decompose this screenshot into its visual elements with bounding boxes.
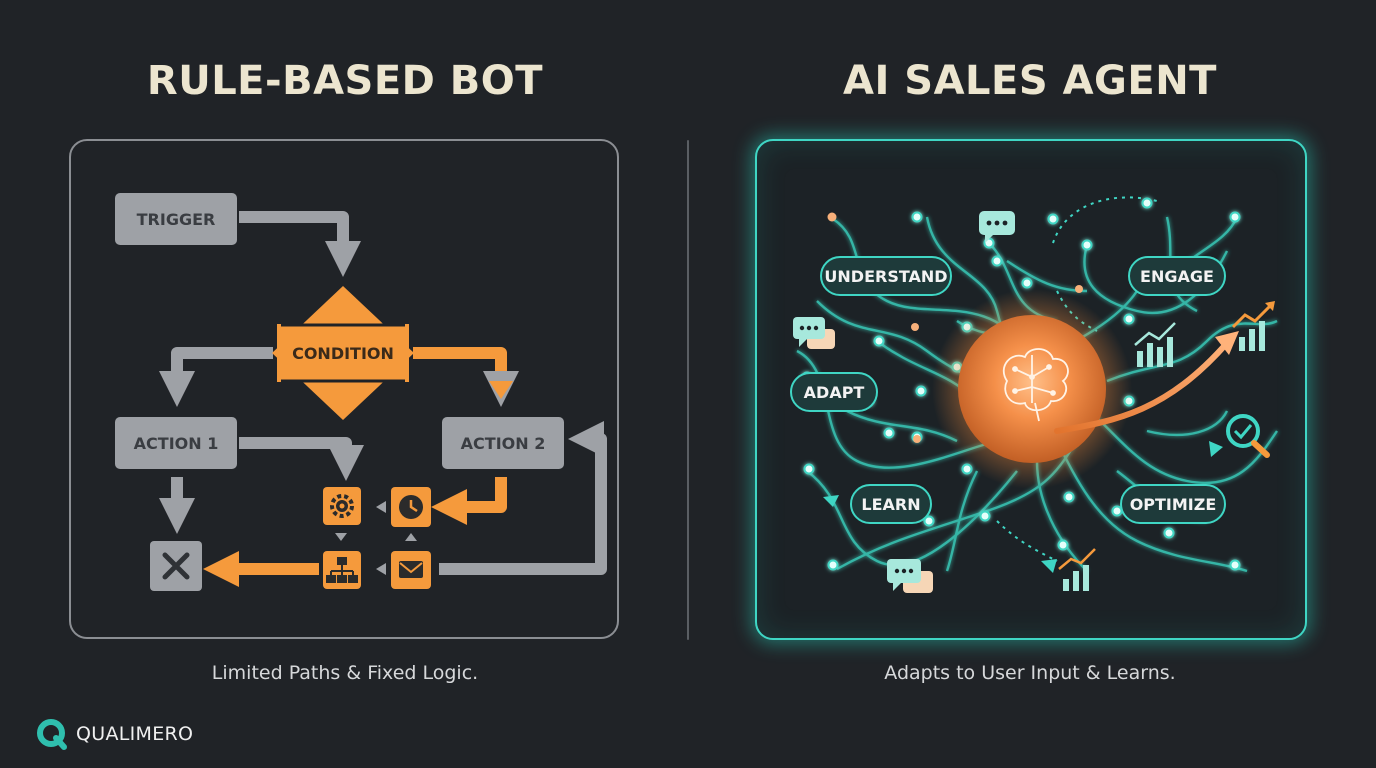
brain-icon (1002, 348, 1069, 422)
gear-icon (323, 487, 361, 525)
small-arrow-left-1 (376, 501, 386, 513)
pill-optimize: OPTIMIZE (1120, 484, 1226, 524)
orange-arrowhead (489, 381, 513, 399)
growth-arrow (1054, 340, 1230, 434)
pill-adapt-label: ADAPT (804, 383, 865, 402)
trigger-label: TRIGGER (137, 210, 216, 229)
link-arrowhead (823, 495, 839, 507)
search-check-icon (1226, 414, 1270, 458)
action1-box: ACTION 1 (115, 417, 237, 469)
link-arrowhead (1041, 559, 1057, 573)
brand-logo: QUALIMERO (36, 717, 193, 751)
pill-engage: ENGAGE (1128, 256, 1226, 296)
pill-engage-label: ENGAGE (1140, 267, 1214, 286)
caption-rule-based: Limited Paths & Fixed Logic. (211, 662, 479, 684)
rule-based-panel: TRIGGER CONDITION ACTION 1 ACTION 2 (69, 139, 619, 639)
small-arrow-up (405, 533, 417, 541)
arrow-loop-back-to-action2 (439, 421, 607, 575)
arrow-condition-to-action2 (413, 347, 519, 407)
growth-chart-icon (1058, 548, 1096, 591)
growth-chart-icon (1231, 301, 1275, 351)
small-arrow-down (335, 533, 347, 541)
pill-understand: UNDERSTAND (820, 256, 952, 296)
accent-node (827, 212, 837, 222)
growth-arrowhead (1215, 331, 1239, 355)
trigger-box: TRIGGER (115, 193, 237, 245)
action2-label: ACTION 2 (461, 434, 546, 453)
arrow-action2-to-clock (431, 477, 507, 525)
pill-understand-label: UNDERSTAND (824, 267, 947, 286)
growth-chart-icon (1134, 322, 1176, 367)
small-arrow-left-2 (376, 563, 386, 575)
heading-ai-sales-agent: AI SALES AGENT (843, 58, 1217, 104)
chat-bubble-icon (793, 317, 835, 349)
condition-label: CONDITION (292, 344, 394, 363)
brand-name: QUALIMERO (76, 723, 194, 745)
ai-agent-panel: UNDERSTAND ENGAGE ADAPT LEARN OPTIMIZE (755, 139, 1307, 640)
pill-learn: LEARN (850, 484, 932, 524)
org-chart-icon (323, 551, 361, 589)
action2-box: ACTION 2 (442, 417, 564, 469)
qualimero-logo-icon (37, 719, 67, 750)
close-icon (150, 541, 202, 591)
pill-adapt: ADAPT (790, 372, 878, 412)
clock-icon (391, 487, 431, 527)
heading-rule-based-bot: RULE-BASED BOT (146, 58, 544, 104)
flowchart-diagram: TRIGGER CONDITION ACTION 1 ACTION 2 (115, 193, 607, 591)
accent-node (911, 323, 919, 331)
ai-network-diagram: UNDERSTAND ENGAGE ADAPT LEARN OPTIMIZE (790, 196, 1278, 593)
action1-label: ACTION 1 (134, 434, 219, 453)
accent-node (1075, 285, 1083, 293)
condition-diamond: CONDITION (272, 286, 414, 420)
chat-bubble-icon (979, 211, 1015, 243)
arrow-trigger-to-condition (239, 211, 361, 277)
arrow-action1-to-merge (239, 437, 364, 481)
accent-node (913, 435, 921, 443)
envelope-icon (391, 551, 431, 589)
chat-bubble-icon (887, 559, 933, 593)
arrow-condition-to-action1 (159, 347, 273, 407)
panel-divider (687, 140, 689, 640)
link-arrowhead (1209, 441, 1223, 457)
pill-optimize-label: OPTIMIZE (1130, 495, 1217, 514)
caption-ai-agent: Adapts to User Input & Learns. (884, 662, 1176, 684)
pill-learn-label: LEARN (861, 495, 920, 514)
